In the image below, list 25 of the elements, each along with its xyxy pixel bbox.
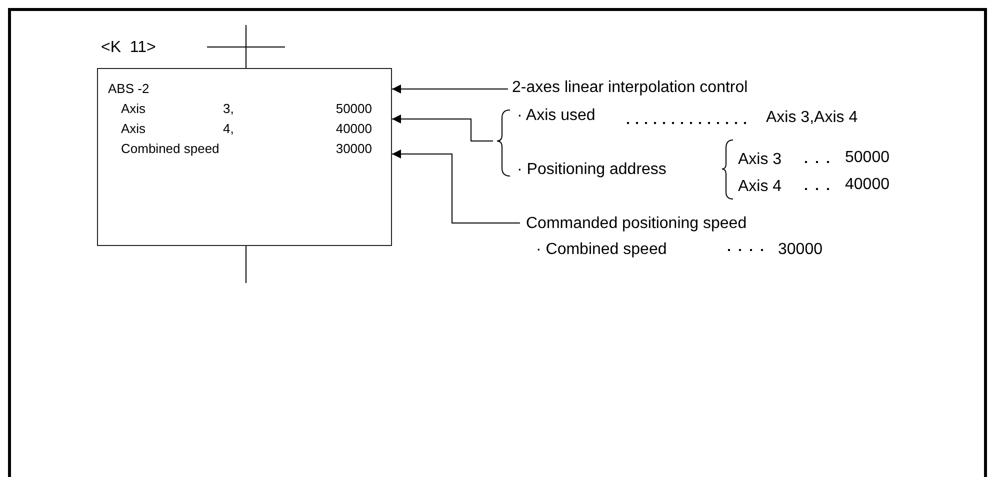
annotation-text: 30000 xyxy=(336,141,372,158)
instruction-box xyxy=(97,68,392,246)
annotation-text: Axis xyxy=(121,101,146,118)
arrow xyxy=(392,150,520,224)
annotation-text: Commanded positioning speed xyxy=(526,214,747,234)
annotation-text: 50000 xyxy=(845,148,890,168)
annotation-text: 2-axes linear interpolation control xyxy=(512,78,748,98)
step-number-label: <K 11> xyxy=(101,38,156,58)
arrow xyxy=(392,114,494,142)
annotation-text: Axis 3 xyxy=(738,150,782,170)
annotation-text: · Combined speed xyxy=(536,240,667,260)
annotation-text: 40000 xyxy=(845,175,890,195)
annotation-text: Axis xyxy=(121,121,146,138)
annotation-text: 4, xyxy=(223,121,234,138)
annotation-text: 40000 xyxy=(336,121,372,138)
annotation-text: · Positioning address xyxy=(517,160,666,180)
annotation-text: · Axis used xyxy=(517,106,596,126)
annotation-text: Axis 3,Axis 4 xyxy=(766,108,858,128)
annotation-text: Axis 4 xyxy=(738,177,782,197)
arrow xyxy=(392,84,508,94)
annotation-text: 3, xyxy=(223,101,234,118)
annotation-text: Combined speed xyxy=(121,141,220,158)
annotation-text: 50000 xyxy=(336,101,372,118)
annotation-text: ABS -2 xyxy=(108,81,150,98)
annotation-text: 30000 xyxy=(778,240,822,260)
